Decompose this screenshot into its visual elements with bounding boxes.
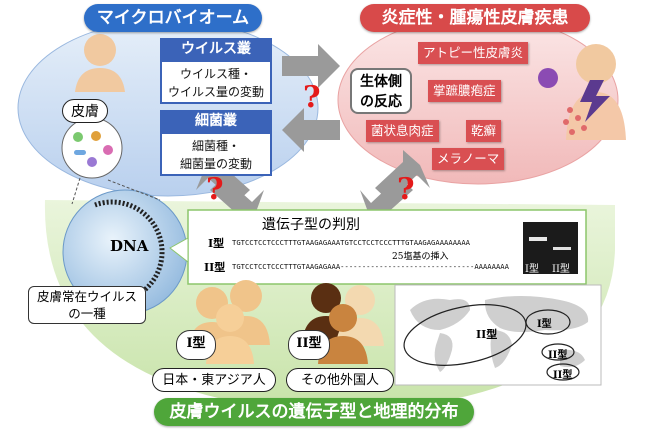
arrow-top-left <box>282 108 340 152</box>
dna-label: DNA <box>110 237 149 255</box>
question-mark-left: ? <box>206 172 224 207</box>
type1-badge: I型 <box>176 330 216 360</box>
zoom-line <box>107 179 161 201</box>
response-line-1: 生体側 <box>360 74 402 90</box>
gel-band <box>529 237 547 241</box>
virome-description: ウイルス種・ ウイルス量の変動 <box>160 60 272 104</box>
insert-note: 25塩基の挿入 <box>392 252 449 262</box>
bacteria-line-1: 細菌種・ <box>191 139 240 153</box>
disease-tag-psoriasis: 乾癬 <box>466 120 502 142</box>
genotype-1-label: I型 <box>208 237 225 250</box>
virome-title: ウイルス叢 <box>160 38 272 60</box>
question-mark-right: ? <box>397 172 415 207</box>
gel-band <box>553 247 571 250</box>
skin-circle <box>61 117 123 179</box>
genotyping-title: 遺伝子型の判別 <box>262 217 360 233</box>
microbiome-header: マイクロバイオーム <box>84 4 262 32</box>
lightning-icon <box>580 80 610 122</box>
virus-caption-line-1: 皮膚常在ウイルス <box>36 289 137 304</box>
map-label-type2-main: II型 <box>476 328 498 341</box>
disease-tag-melanoma: メラノーマ <box>432 148 505 170</box>
map-label-type2-c: II型 <box>553 370 573 381</box>
arrow-top-right <box>282 44 340 88</box>
virome-line-2: ウイルス量の変動 <box>167 85 264 99</box>
japan-asia-label: 日本・東アジア人 <box>152 368 276 392</box>
virome-line-1: ウイルス種・ <box>179 67 252 81</box>
inflammation-spot <box>538 68 558 88</box>
question-mark-top: ? <box>303 80 321 115</box>
virus-caption-line-2: の一種 <box>68 306 106 321</box>
response-line-2: の反応 <box>360 94 402 110</box>
person-icon-head <box>84 34 116 66</box>
virus-caption: 皮膚常在ウイルス の一種 <box>28 286 146 324</box>
bacteria-title: 細菌叢 <box>160 110 272 132</box>
disease-tag-ppp: 掌蹠膿疱症 <box>428 80 501 102</box>
map-label-type1: I型 <box>537 319 552 330</box>
person-icon-body <box>75 68 125 92</box>
map-region-type1 <box>525 309 571 335</box>
map-region-type2-c <box>546 363 580 381</box>
skin-label: 皮膚 <box>62 99 108 123</box>
genotyping-box <box>187 209 587 285</box>
genotype-2-label: II型 <box>204 261 226 274</box>
zoom-line <box>71 177 81 205</box>
gel-label-2: II型 <box>552 264 570 275</box>
type2-badge: II型 <box>288 330 330 360</box>
disease-tag-atopic: アトピー性皮膚炎 <box>418 42 529 64</box>
sequence-type1: TGTCCTCCTCCCTTTGTAAGAGAAATGTCCTCCTCCCTTT… <box>232 238 470 247</box>
foreign-label: その他外国人 <box>286 368 394 392</box>
map-label-type2-b: II型 <box>548 350 568 361</box>
genotyping-pointer <box>169 237 189 264</box>
microbe-icons <box>73 131 113 167</box>
disease-header: 炎症性・腫瘍性皮膚疾患 <box>360 4 590 32</box>
world-map <box>410 296 589 372</box>
bacteria-dots <box>563 107 587 135</box>
response-box: 生体側 の反応 <box>350 68 412 114</box>
sequence-type2: TGTCCTCCTCCCTTTGTAAGAGAAA---------------… <box>232 262 509 271</box>
bacteria-description: 細菌種・ 細菌量の変動 <box>160 132 272 176</box>
bacteria-line-2: 細菌量の変動 <box>179 157 252 171</box>
map-region-type2-b <box>541 343 575 361</box>
patient-head <box>576 44 616 84</box>
gel-label-1: I型 <box>525 264 539 275</box>
disease-tag-mf: 菌状息肉症 <box>366 120 439 142</box>
footer-banner: 皮膚ウイルスの遺伝子型と地理的分布 <box>154 398 474 426</box>
